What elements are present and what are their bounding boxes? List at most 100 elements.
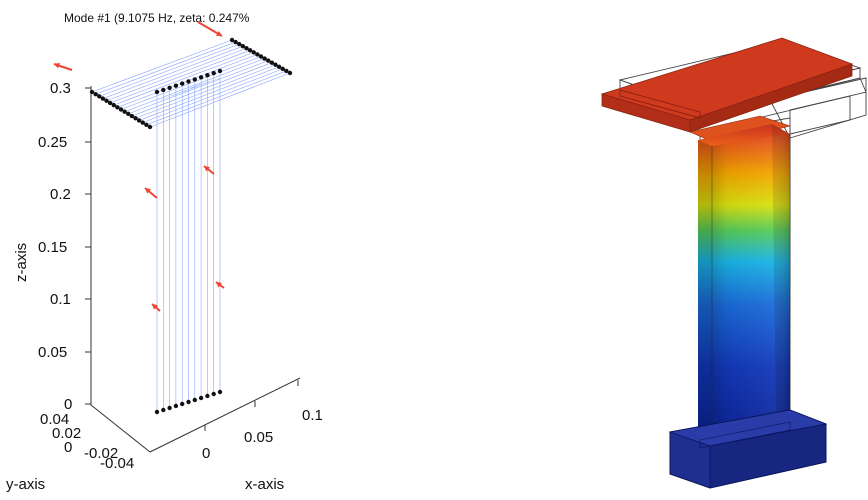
mesh-node xyxy=(180,81,185,86)
mesh-node xyxy=(251,50,256,55)
column-mesh-line xyxy=(183,83,201,93)
mesh-node xyxy=(255,52,260,57)
arrow-head xyxy=(54,62,60,69)
mesh-node xyxy=(173,403,179,409)
mesh-node xyxy=(186,79,191,84)
z-tick-label: 0.25 xyxy=(38,134,67,151)
mesh-node xyxy=(100,96,106,101)
mesh-node xyxy=(273,62,278,67)
arrow-head xyxy=(145,188,151,194)
arrow-head xyxy=(216,30,222,36)
mesh-node xyxy=(217,389,223,395)
y-tick-label: 0.04 xyxy=(40,411,69,428)
y-tick-label: 0 xyxy=(64,439,72,456)
z-axis-label: z-axis xyxy=(13,243,30,282)
mesh-node xyxy=(198,75,204,80)
deck-mesh-line xyxy=(135,64,276,119)
y-tick-label: 0.02 xyxy=(52,425,81,442)
deck-mesh-line xyxy=(139,66,280,121)
mesh-node xyxy=(111,102,116,108)
deck-mesh-line xyxy=(91,39,233,93)
deformed-structure-render xyxy=(600,37,867,489)
mesh-node xyxy=(244,46,249,51)
mesh-node xyxy=(136,118,142,123)
mesh-node xyxy=(233,39,238,45)
mesh-node xyxy=(198,395,204,401)
mesh-node xyxy=(211,70,216,76)
mesh-node xyxy=(211,391,216,397)
mesh-node xyxy=(217,68,223,74)
displacement-arrows xyxy=(53,21,225,312)
mode-shape-plot: Mode #1 (9.1075 Hz, zeta: 0.247% 0.3 0.2… xyxy=(6,11,323,493)
mesh-node xyxy=(173,83,179,88)
deck-mesh-line xyxy=(110,50,251,104)
x-axis-ticks xyxy=(204,380,299,431)
mesh-node xyxy=(287,70,293,76)
arrow-head xyxy=(216,282,222,288)
x-axis-label: x-axis xyxy=(245,476,284,493)
mesh-node xyxy=(192,77,197,82)
deck-mesh-line xyxy=(99,43,240,97)
mesh-node xyxy=(167,85,172,91)
deck-mesh-line xyxy=(120,56,262,110)
mesh-node xyxy=(122,109,127,114)
mesh-node xyxy=(266,58,271,63)
mesh-node xyxy=(93,91,98,97)
plot-title: Mode #1 (9.1075 Hz, zeta: 0.247% xyxy=(64,11,250,25)
mesh-node xyxy=(280,66,285,72)
y-tick-label: -0.04 xyxy=(100,455,134,472)
mesh-node xyxy=(147,124,153,130)
mesh-node xyxy=(104,98,109,103)
mesh-node xyxy=(229,37,235,43)
mesh-node xyxy=(247,48,253,53)
deck-mesh-line xyxy=(131,62,272,117)
z-tick-label: 0.3 xyxy=(50,80,71,97)
x-tick-label: 0.1 xyxy=(302,407,323,424)
deck-mesh-line xyxy=(95,41,236,95)
mesh-node xyxy=(161,407,166,413)
deck-mesh-line xyxy=(146,70,287,126)
mesh-node xyxy=(97,94,102,99)
x-axis-line xyxy=(149,377,301,453)
mesh-node xyxy=(186,399,191,405)
z-axis-ticks xyxy=(85,87,91,405)
deck-mesh-line xyxy=(113,52,254,106)
x-tick-label: 0.05 xyxy=(244,429,273,446)
y-tick-label: -0.02 xyxy=(84,445,118,462)
mesh-node xyxy=(126,111,131,117)
y-axis-label: y-axis xyxy=(6,476,45,493)
y-axis-line xyxy=(90,404,151,453)
arrow-head xyxy=(204,166,210,172)
mesh-node xyxy=(140,120,145,125)
mesh-node xyxy=(129,113,135,119)
mesh-node xyxy=(154,89,160,95)
deck-slab-side xyxy=(689,63,853,133)
x-tick-label: 0 xyxy=(202,445,210,462)
mesh-node xyxy=(115,105,120,110)
z-tick-label: 0.2 xyxy=(50,186,71,203)
wireframe-mesh xyxy=(91,39,291,412)
z-tick-label: 0.1 xyxy=(50,291,71,308)
mesh-node xyxy=(262,56,267,61)
mesh-node xyxy=(240,43,246,49)
mesh-node xyxy=(205,73,210,78)
deck-mesh-line xyxy=(102,45,243,99)
z-tick-label: 0 xyxy=(64,396,72,413)
mesh-node xyxy=(107,100,113,106)
mesh-node xyxy=(167,405,172,411)
z-tick-label: 0.15 xyxy=(38,239,67,256)
mesh-node xyxy=(258,54,264,59)
mesh-nodes xyxy=(89,37,293,415)
mesh-node xyxy=(269,60,275,65)
mesh-node xyxy=(180,401,185,407)
mesh-node xyxy=(144,122,149,128)
mesh-node xyxy=(118,107,124,112)
z-tick-label: 0.05 xyxy=(38,344,67,361)
mesh-node xyxy=(161,87,166,93)
mesh-node xyxy=(205,393,210,399)
mesh-node xyxy=(192,397,197,403)
arrow-head xyxy=(152,304,158,310)
column-mesh-line xyxy=(189,86,197,89)
mesh-node xyxy=(133,116,138,121)
